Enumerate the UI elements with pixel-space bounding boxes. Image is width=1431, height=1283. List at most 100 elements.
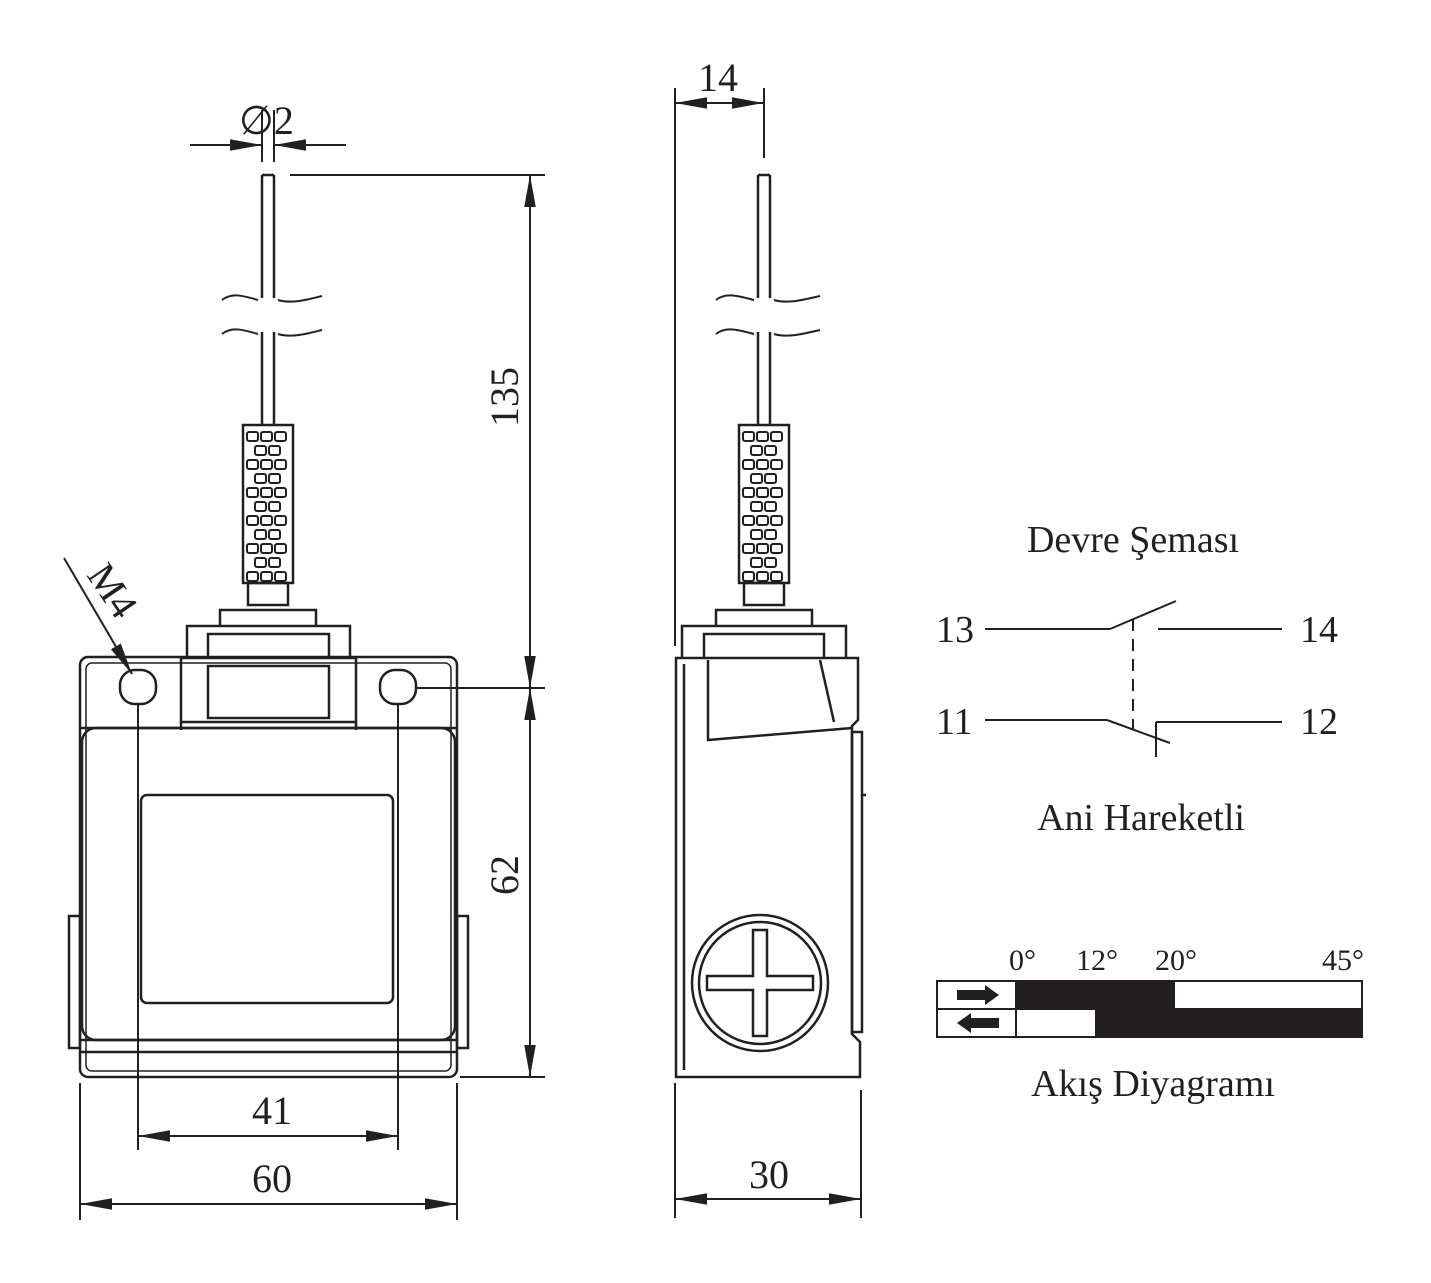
spring-link: [764, 473, 777, 484]
spring-link: [274, 431, 287, 442]
coil-spring: [241, 423, 295, 607]
spring-link: [268, 473, 281, 484]
arrow-left-icon: [957, 1013, 999, 1033]
contact-lines: [985, 600, 1282, 757]
terminal-13: 13: [936, 609, 974, 651]
spring-link: [254, 529, 267, 540]
top-offset-label: 14: [698, 55, 738, 100]
screw-head: [690, 913, 830, 1053]
body-width-label: 60: [252, 1156, 292, 1201]
spring-link: [750, 529, 763, 540]
spring-link: [756, 459, 769, 470]
body-depth-label: 30: [749, 1152, 789, 1197]
spring-link: [254, 557, 267, 568]
thread-label: M4: [79, 555, 147, 626]
spring-link: [274, 515, 287, 526]
switch-body: [67, 655, 470, 1079]
spring-link: [750, 473, 763, 484]
spring-link: [770, 571, 783, 582]
side-view: 14 30: [674, 55, 866, 1218]
spring-link: [268, 557, 281, 568]
spring-link: [764, 445, 777, 456]
spring-link: [756, 431, 769, 442]
spring-link: [268, 529, 281, 540]
spring-link: [246, 543, 259, 554]
dim-vertical: [290, 174, 545, 1078]
spring-link: [742, 459, 755, 470]
spring-link: [254, 473, 267, 484]
spring-link: [260, 431, 273, 442]
spring-link: [764, 501, 777, 512]
body-height-label: 62: [482, 855, 527, 895]
spring-link: [742, 515, 755, 526]
spring-link: [750, 557, 763, 568]
spring-link: [756, 515, 769, 526]
spring-link: [268, 501, 281, 512]
spring-link: [254, 445, 267, 456]
contact-bar-forward: [1016, 981, 1175, 1009]
thread-leader: [63, 557, 133, 675]
angle-45: 45°: [1322, 944, 1364, 977]
side-coil-spring: [737, 423, 791, 607]
side-actuator-head: [680, 608, 848, 658]
spring-link: [742, 543, 755, 554]
spring-link: [246, 515, 259, 526]
spring-link: [260, 459, 273, 470]
spring-link: [770, 487, 783, 498]
rod-length-label: 135: [482, 367, 527, 427]
spring-link: [274, 543, 287, 554]
dim-top-offset: [674, 88, 765, 646]
spring-link: [260, 571, 273, 582]
circuit-subtitle: Ani Hareketli: [1037, 797, 1245, 839]
spring-link: [254, 501, 267, 512]
spring-link: [742, 487, 755, 498]
dim-horizontal: [79, 704, 458, 1220]
spring-link: [742, 431, 755, 442]
angle-12: 12°: [1076, 944, 1118, 977]
spring-link: [274, 571, 287, 582]
spring-link: [764, 529, 777, 540]
spring-link: [756, 543, 769, 554]
circuit-title: Devre Şeması: [1027, 519, 1239, 561]
mounting-hole-right: [378, 668, 418, 706]
circuit-diagram: Devre Şeması 13 14 11 12 Ani Hareketli: [936, 519, 1338, 839]
spring-link: [770, 515, 783, 526]
spring-link: [260, 543, 273, 554]
front-view: ∅2 135 62 41 60 M4: [63, 98, 545, 1220]
spring-link: [770, 459, 783, 470]
terminal-14: 14: [1300, 609, 1338, 651]
spring-link: [274, 487, 287, 498]
dim-body-depth: [674, 1083, 862, 1218]
spring-link: [756, 571, 769, 582]
spring-link: [274, 459, 287, 470]
rod-diameter-label: ∅2: [239, 98, 294, 143]
arrow-right-icon: [957, 985, 999, 1005]
spring-link: [750, 445, 763, 456]
side-break-marks: [715, 294, 821, 337]
spring-link: [246, 431, 259, 442]
spring-link: [268, 445, 281, 456]
terminal-12: 12: [1300, 701, 1338, 743]
dim-rod-diameter: [190, 110, 346, 162]
hole-spacing-label: 41: [252, 1088, 292, 1133]
spring-link: [750, 501, 763, 512]
spring-link: [770, 431, 783, 442]
mounting-hole-left: [118, 668, 158, 706]
contact-bar-return: [1095, 1009, 1362, 1037]
actuator-head: [179, 608, 358, 730]
spring-link: [260, 487, 273, 498]
side-actuator-rod: [756, 173, 772, 425]
angle-20: 20°: [1155, 944, 1197, 977]
spring-link: [246, 459, 259, 470]
break-marks: [221, 294, 323, 337]
spring-link: [764, 557, 777, 568]
side-switch-body: [674, 656, 866, 1079]
travel-diagram: 0° 12° 20° 45° Akış Diyagramı: [936, 944, 1364, 1105]
terminal-11: 11: [936, 701, 973, 743]
spring-link: [756, 487, 769, 498]
spring-link: [742, 571, 755, 582]
actuator-rod: [260, 173, 276, 425]
travel-title: Akış Diyagramı: [1031, 1063, 1275, 1105]
angle-0: 0°: [1009, 944, 1036, 977]
